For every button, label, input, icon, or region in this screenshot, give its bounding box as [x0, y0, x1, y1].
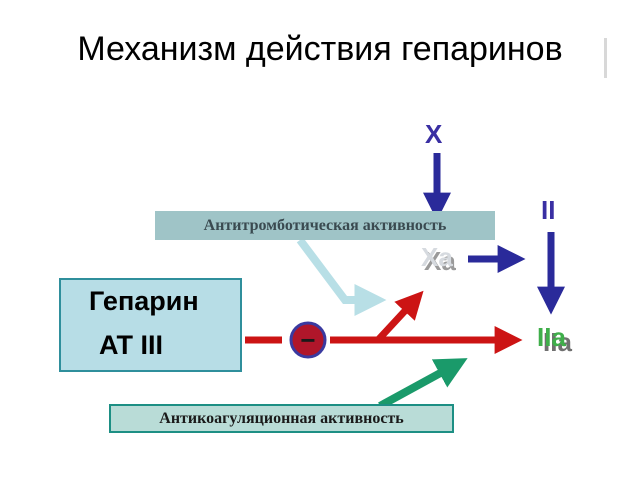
antithrombin-label: AT III [99, 330, 163, 360]
factor-ii-label: II [541, 195, 556, 225]
heparin-label: Гепарин [89, 286, 199, 316]
antithrombotic-activity-label: Антитромботическая активность [155, 211, 495, 240]
title-divider [604, 38, 607, 78]
page-title: Механизм действия гепаринов [77, 30, 563, 68]
factor-iia-shadow: IIa [543, 327, 572, 357]
factor-x-label: X [425, 119, 443, 149]
anticoagulant-activity-label: Антикоагуляционная активность [109, 404, 454, 433]
heparin-box: Гепарин AT III [59, 278, 242, 372]
inhibit-symbol: − [300, 325, 315, 355]
inhibit-circle [289, 321, 327, 359]
arrow-anticoagulant [378, 358, 468, 410]
arrow-antithrombotic [296, 237, 387, 316]
factor-xa-label: Xa [421, 242, 453, 272]
arrow-inhibit-xa [375, 290, 424, 343]
factor-iia-label: IIa [537, 322, 566, 352]
factor-xa-shadow: Xa [424, 246, 456, 276]
